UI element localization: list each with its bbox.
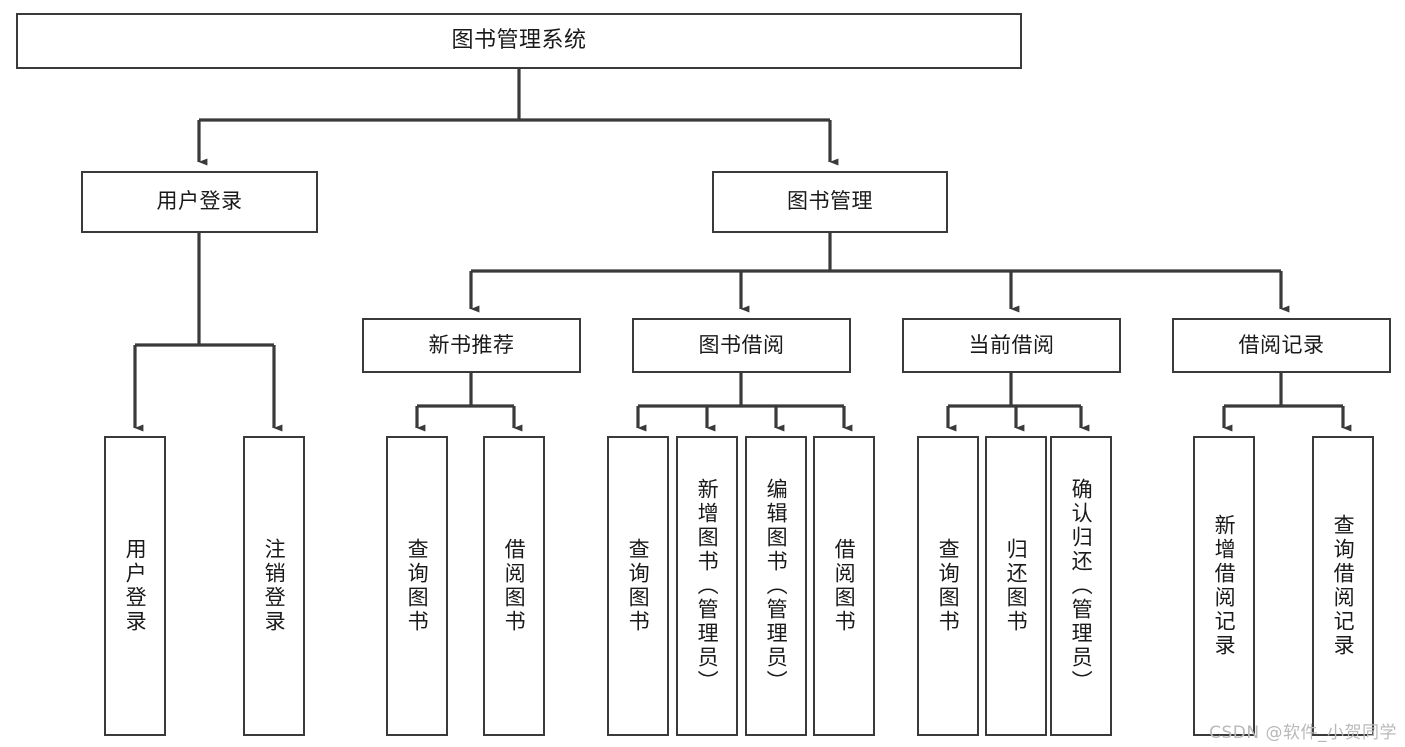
node-leaf-borrow-book-label: 借阅图书 xyxy=(832,538,857,634)
node-leaf-user-login[interactable]: 用户登录 xyxy=(104,436,166,736)
node-leaf-add-borrow-record[interactable]: 新增借阅记录 xyxy=(1193,436,1255,736)
node-new-book-recommend[interactable]: 新书推荐 xyxy=(362,318,581,373)
node-leaf-borrow-book-rec[interactable]: 借阅图书 xyxy=(483,436,545,736)
node-leaf-edit-book-admin-label: 编辑图书（管理员） xyxy=(764,478,789,694)
node-book-borrow[interactable]: 图书借阅 xyxy=(632,318,851,373)
node-root-label: 图书管理系统 xyxy=(451,27,587,53)
node-book-management-label: 图书管理 xyxy=(787,189,873,214)
node-root[interactable]: 图书管理系统 xyxy=(16,13,1022,69)
node-leaf-add-borrow-record-label: 新增借阅记录 xyxy=(1212,514,1237,658)
node-leaf-query-borrow-record[interactable]: 查询借阅记录 xyxy=(1312,436,1374,736)
node-leaf-confirm-return-admin-label: 确认归还（管理员） xyxy=(1069,478,1094,694)
node-user-login-label: 用户登录 xyxy=(156,189,243,214)
node-leaf-query-book-borrow[interactable]: 查询图书 xyxy=(607,436,669,736)
node-leaf-borrow-book[interactable]: 借阅图书 xyxy=(813,436,875,736)
node-leaf-borrow-book-rec-label: 借阅图书 xyxy=(502,538,527,634)
node-leaf-query-book-current[interactable]: 查询图书 xyxy=(917,436,979,736)
node-leaf-logout[interactable]: 注销登录 xyxy=(243,436,305,736)
node-leaf-query-book-borrow-label: 查询图书 xyxy=(626,538,651,634)
node-leaf-add-book-admin-label: 新增图书（管理员） xyxy=(695,478,720,694)
node-leaf-user-login-label: 用户登录 xyxy=(123,538,148,634)
node-leaf-return-book-label: 归还图书 xyxy=(1004,538,1029,634)
node-leaf-edit-book-admin[interactable]: 编辑图书（管理员） xyxy=(745,436,807,736)
node-book-borrow-label: 图书借阅 xyxy=(698,332,785,357)
node-book-management[interactable]: 图书管理 xyxy=(712,171,948,233)
node-leaf-query-book-rec[interactable]: 查询图书 xyxy=(386,436,448,736)
node-new-book-recommend-label: 新书推荐 xyxy=(428,332,515,357)
node-borrow-record[interactable]: 借阅记录 xyxy=(1172,318,1391,373)
watermark-text: CSDN @软件_小贺同学 xyxy=(1209,723,1397,743)
node-leaf-query-borrow-record-label: 查询借阅记录 xyxy=(1331,514,1356,658)
node-leaf-confirm-return-admin[interactable]: 确认归还（管理员） xyxy=(1050,436,1112,736)
node-leaf-query-book-current-label: 查询图书 xyxy=(936,538,961,634)
node-user-login[interactable]: 用户登录 xyxy=(81,171,318,233)
node-leaf-add-book-admin[interactable]: 新增图书（管理员） xyxy=(676,436,738,736)
node-current-borrow[interactable]: 当前借阅 xyxy=(902,318,1121,373)
node-leaf-query-book-rec-label: 查询图书 xyxy=(405,538,430,634)
node-leaf-return-book[interactable]: 归还图书 xyxy=(985,436,1047,736)
node-borrow-record-label: 借阅记录 xyxy=(1238,332,1325,357)
node-current-borrow-label: 当前借阅 xyxy=(968,332,1055,357)
node-leaf-logout-label: 注销登录 xyxy=(262,538,287,634)
